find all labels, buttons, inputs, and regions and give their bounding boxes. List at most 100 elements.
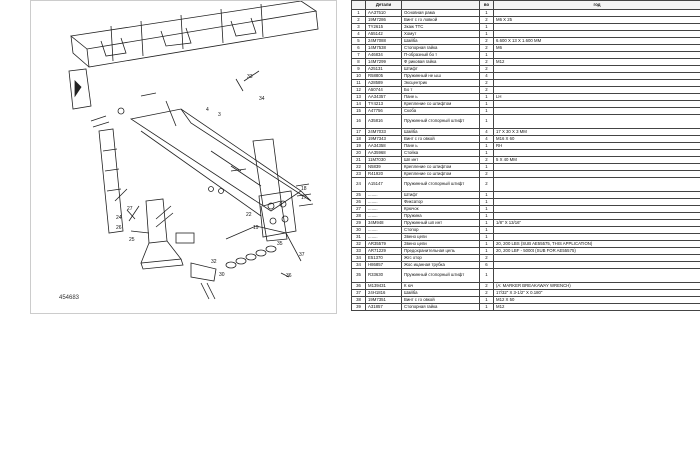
cell-remarks: 6.600 X 13 X 1.600 MM (493, 37, 700, 45)
callout-label: 25 (129, 237, 135, 243)
cell-part-number: AR71229 (365, 247, 402, 255)
cell-part-name: Основная рама (401, 9, 480, 17)
cell-part-number: A31857 (365, 303, 402, 311)
cell-no: 26 (351, 198, 366, 206)
cell-qty: 1 (479, 296, 494, 304)
cell-no: 11 (351, 79, 366, 87)
cell-no: 20 (351, 149, 366, 157)
cell-remarks (493, 254, 700, 262)
cell-part-name: Пружинный шп инт (401, 219, 480, 227)
cell-part-name: П-образный бо т (401, 51, 480, 59)
cell-part-number: AA37510 (365, 9, 402, 17)
callout-label: 33 (247, 74, 253, 80)
cell-part-name: Шп инт (401, 156, 480, 164)
cell-part-name: Звено цепи (401, 240, 480, 248)
cell-qty: 1 (479, 142, 494, 150)
cell-remarks: 20, 200 LBS (SUB AE55575, THIS APPLICATI… (493, 240, 700, 248)
cell-part-name: Крепление со штифтом (401, 100, 480, 108)
cell-qty: 2 (479, 170, 494, 178)
cell-qty: 1 (479, 247, 494, 255)
callout-label: 37 (299, 252, 305, 258)
cell-no: 31 (351, 233, 366, 241)
cell-qty: 2 (479, 156, 494, 164)
cell-qty: 2 (479, 58, 494, 66)
cell-no: 39 (351, 303, 366, 311)
cell-part-number: ........ (365, 233, 402, 241)
cell-part-name: Эксцентрик (401, 79, 480, 87)
cell-no: 28 (351, 212, 366, 220)
cell-qty: 2 (479, 254, 494, 262)
cell-remarks (493, 114, 700, 129)
cell-remarks: 5 X 40 MM (493, 156, 700, 164)
callout-label: 34 (259, 96, 265, 102)
cell-remarks (493, 191, 700, 199)
cell-part-number: R33630 (365, 268, 402, 283)
cell-remarks: LH (493, 93, 700, 101)
callout-label: 3 (218, 112, 221, 118)
cell-remarks: 17 X 30 X 3 MM (493, 128, 700, 136)
cell-remarks (493, 226, 700, 234)
cell-qty: 6 (479, 261, 494, 269)
cell-remarks (493, 86, 700, 94)
cell-part-name: Штифт (401, 65, 480, 73)
cell-part-name: Ф риковая гайка (401, 58, 480, 66)
cell-no: 1 (351, 9, 366, 17)
cell-part-number: AA35968 (365, 149, 402, 157)
cell-no: 37 (351, 289, 366, 297)
cell-no: 35 (351, 268, 366, 283)
cell-no: 10 (351, 72, 366, 80)
cell-part-name: Винт с го овкой (401, 135, 480, 143)
cell-remarks: M12 (493, 303, 700, 311)
cell-part-number: 19M7286 (365, 16, 402, 24)
cell-no: 34 (351, 254, 366, 262)
cell-part-number: 19M7351 (365, 296, 402, 304)
cell-part-number: AA34357 (365, 93, 402, 101)
cell-qty: 1 (479, 163, 494, 171)
cell-qty: 1 (479, 226, 494, 234)
cell-remarks (493, 51, 700, 59)
cell-part-name: Винт с го овкой (401, 296, 480, 304)
cell-part-number: M139431 (365, 282, 402, 290)
cell-remarks: RH (493, 142, 700, 150)
cell-qty: 1 (479, 107, 494, 115)
cell-part-name: Звено цепи (401, 233, 480, 241)
cell-part-name: Жос ицанная трубка (401, 261, 480, 269)
cell-remarks (493, 107, 700, 115)
cell-no: 8 (351, 58, 366, 66)
cell-remarks: M16 X 60 (493, 135, 700, 143)
cell-part-number: 19M7343 (365, 135, 402, 143)
cell-no: 9 (351, 65, 366, 73)
cell-part-number: N5839 (365, 163, 402, 171)
cell-part-number: A35816 (365, 114, 402, 129)
cell-part-name: Стопор (401, 226, 480, 234)
cell-remarks (493, 205, 700, 213)
cell-qty: 1 (479, 212, 494, 220)
cell-qty: 1 (479, 198, 494, 206)
cell-no: 30 (351, 226, 366, 234)
cell-part-number: A46834 (365, 51, 402, 59)
cell-part-name: Шайба (401, 128, 480, 136)
cell-part-number: ........ (365, 212, 402, 220)
cell-no: 13 (351, 93, 366, 101)
cell-qty: 4 (479, 128, 494, 136)
cell-part-name: Зкаж ТТС (401, 23, 480, 31)
cell-qty: 4 (479, 72, 494, 80)
col-header-qty: во (479, 0, 494, 10)
